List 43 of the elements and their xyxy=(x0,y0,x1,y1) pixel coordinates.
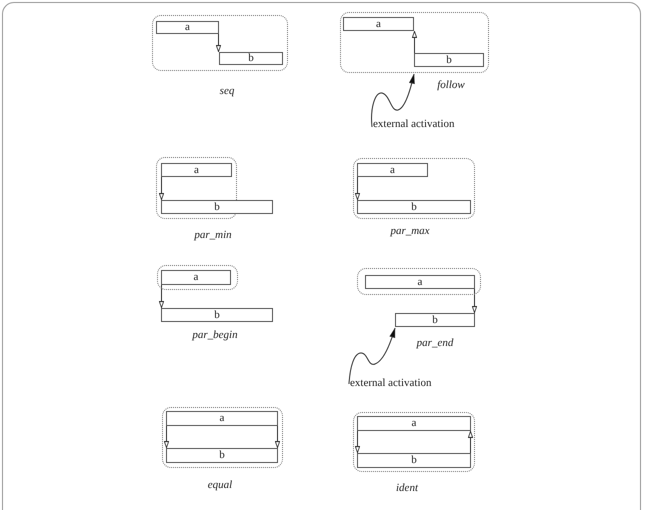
dotted-group-box xyxy=(162,407,283,468)
interval-box: b xyxy=(161,200,273,214)
node-label: follow xyxy=(437,79,465,92)
interval-box: a xyxy=(166,411,278,426)
dotted-group-box xyxy=(157,265,238,290)
interval-box: b xyxy=(357,453,471,468)
interval-box: a xyxy=(357,416,471,431)
interval-box: a xyxy=(343,17,414,31)
dotted-group-box xyxy=(152,15,288,71)
interval-box: b xyxy=(395,313,475,327)
dotted-group-box xyxy=(353,158,475,219)
arrow xyxy=(159,284,164,308)
node-label: par_max xyxy=(390,225,430,238)
arrow xyxy=(468,430,473,454)
interval-box: b xyxy=(166,448,278,463)
dotted-group-box xyxy=(340,12,489,73)
dotted-group-box xyxy=(353,412,475,472)
dotted-group-box xyxy=(357,268,481,295)
arrow xyxy=(355,176,360,200)
interval-box: a xyxy=(365,275,475,289)
interval-box: a xyxy=(161,270,231,285)
node-label: equal xyxy=(208,479,232,492)
annotation-text: external activation xyxy=(373,118,455,131)
node-label: par_min xyxy=(194,229,232,242)
curved-arrow xyxy=(348,328,396,384)
arrow xyxy=(412,30,417,54)
interval-box: a xyxy=(156,21,219,34)
node-label: seq xyxy=(220,85,234,98)
arrow xyxy=(164,426,169,448)
interval-box: a xyxy=(357,163,428,177)
interval-box: b xyxy=(414,53,484,67)
arrow xyxy=(355,430,360,454)
arrow xyxy=(159,176,164,200)
interval-box: a xyxy=(161,163,232,177)
node-label: par_end xyxy=(416,337,454,350)
node-label: par_begin xyxy=(192,329,238,342)
interval-box: b xyxy=(219,52,283,65)
interval-box: b xyxy=(161,308,273,322)
annotation-text: external activation xyxy=(350,377,432,390)
interval-box: b xyxy=(357,200,471,214)
arrow xyxy=(275,426,280,448)
arrow xyxy=(472,288,477,314)
node-label: ident xyxy=(396,482,418,495)
